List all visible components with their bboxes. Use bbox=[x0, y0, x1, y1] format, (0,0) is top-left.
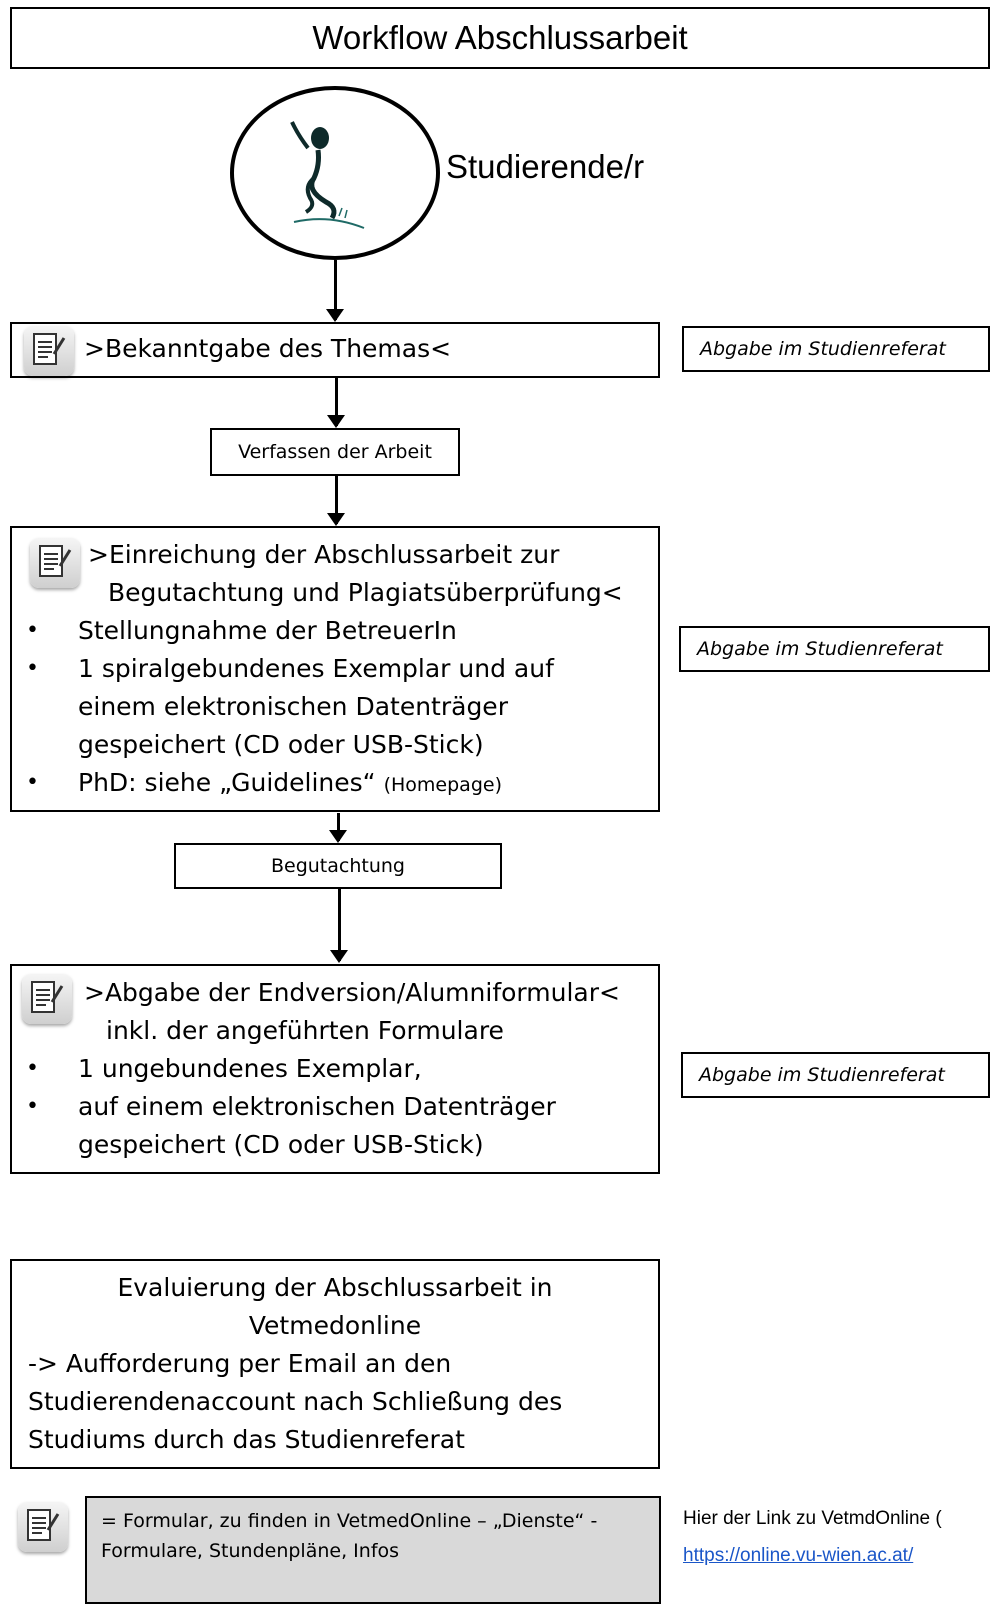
bullet-dot: • bbox=[26, 656, 39, 681]
form-icon bbox=[18, 1502, 68, 1552]
side-note-text: Abgabe im Studienreferat bbox=[699, 1064, 945, 1086]
step-review: Begutachtung bbox=[174, 843, 502, 889]
actor-label: Studierende/r bbox=[446, 148, 645, 185]
arrow-step4-to-step5 bbox=[330, 889, 348, 963]
step-submit-thesis: >Einreichung der Abschlussarbeit zur Beg… bbox=[10, 526, 660, 812]
step-review-text: Begutachtung bbox=[270, 855, 405, 877]
page-title: Workflow Abschlussarbeit bbox=[312, 19, 688, 56]
step-write-thesis: Verfassen der Arbeit bbox=[210, 428, 460, 476]
legend-line-2: Formulare, Stundenpläne, Infos bbox=[101, 1540, 400, 1562]
title-box: Workflow Abschlussarbeit bbox=[10, 7, 990, 69]
bullet-text: einem elektronischen Datenträger bbox=[78, 692, 508, 721]
evaluation-line-2: Vetmedonline bbox=[248, 1311, 422, 1340]
step-final-heading-2: inkl. der angeführten Formulare bbox=[106, 1016, 504, 1045]
arrow-step1-to-step2 bbox=[327, 378, 345, 428]
side-note-step1: Abgabe im Studienreferat bbox=[682, 326, 990, 372]
bullet-text: Stellungnahme der BetreuerIn bbox=[78, 616, 457, 645]
step-submit-heading-1: >Einreichung der Abschlussarbeit zur bbox=[88, 540, 560, 569]
bullet-text: PhD: siehe „Guidelines“ (Homepage) bbox=[78, 764, 502, 804]
legend-line-1: = Formular, zu finden in VetmedOnline – … bbox=[101, 1510, 598, 1532]
side-note-text: Abgabe im Studienreferat bbox=[700, 338, 946, 360]
step-final-version: >Abgabe der Endversion/Alumniformular< i… bbox=[10, 964, 660, 1174]
bullet-dot: • bbox=[26, 770, 39, 795]
form-icon bbox=[22, 974, 72, 1024]
step-submit-heading-2: Begutachtung und Plagiatsüberprüfung< bbox=[108, 578, 623, 607]
step-final-heading-1: >Abgabe der Endversion/Alumniformular< bbox=[84, 978, 620, 1007]
bullet-text: gespeichert (CD oder USB-Stick) bbox=[78, 1130, 484, 1159]
bullet-dot: • bbox=[26, 1056, 39, 1081]
link-note: Hier der Link zu VetmdOnline ( bbox=[683, 1508, 942, 1529]
step-announce-topic-text: >Bekanntgabe des Themas< bbox=[84, 334, 452, 363]
arrow-actor-to-step1 bbox=[326, 260, 344, 322]
bullet-text-phd: PhD: siehe „Guidelines“ bbox=[78, 768, 376, 797]
form-icon bbox=[30, 538, 80, 588]
evaluation-line-1: Evaluierung der Abschlussarbeit in bbox=[117, 1273, 553, 1302]
vetmedonline-link[interactable]: https://online.vu-wien.ac.at/ bbox=[683, 1545, 914, 1566]
side-note-text: Abgabe im Studienreferat bbox=[697, 638, 943, 660]
bullet-text-homepage: (Homepage) bbox=[383, 774, 502, 796]
legend-box: = Formular, zu finden in VetmedOnline – … bbox=[85, 1496, 661, 1604]
side-note-step5: Abgabe im Studienreferat bbox=[681, 1052, 990, 1098]
step-write-thesis-text: Verfassen der Arbeit bbox=[238, 441, 432, 463]
side-note-step3: Abgabe im Studienreferat bbox=[679, 626, 990, 672]
evaluation-line-4: Studierendenaccount nach Schließung des bbox=[28, 1387, 563, 1416]
arrow-step2-to-step3 bbox=[327, 476, 345, 526]
evaluation-line-3: -> Aufforderung per Email an den bbox=[28, 1349, 452, 1378]
step-evaluation: Evaluierung der Abschlussarbeit in Vetme… bbox=[10, 1259, 660, 1469]
bullet-text: auf einem elektronischen Datenträger bbox=[78, 1092, 556, 1121]
bullet-text: 1 ungebundenes Exemplar, bbox=[78, 1054, 422, 1083]
arrow-step3-to-step4 bbox=[329, 813, 347, 843]
bullet-text: gespeichert (CD oder USB-Stick) bbox=[78, 730, 484, 759]
bullet-text: 1 spiralgebundenes Exemplar und auf bbox=[78, 654, 554, 683]
form-icon bbox=[24, 326, 74, 376]
bullet-dot: • bbox=[26, 1094, 39, 1119]
step-announce-topic: >Bekanntgabe des Themas< bbox=[10, 322, 660, 378]
bullet-dot: • bbox=[26, 618, 39, 643]
running-person-icon bbox=[290, 121, 365, 229]
evaluation-line-5: Studiums durch das Studienreferat bbox=[28, 1425, 465, 1454]
actor-circle bbox=[230, 86, 440, 260]
